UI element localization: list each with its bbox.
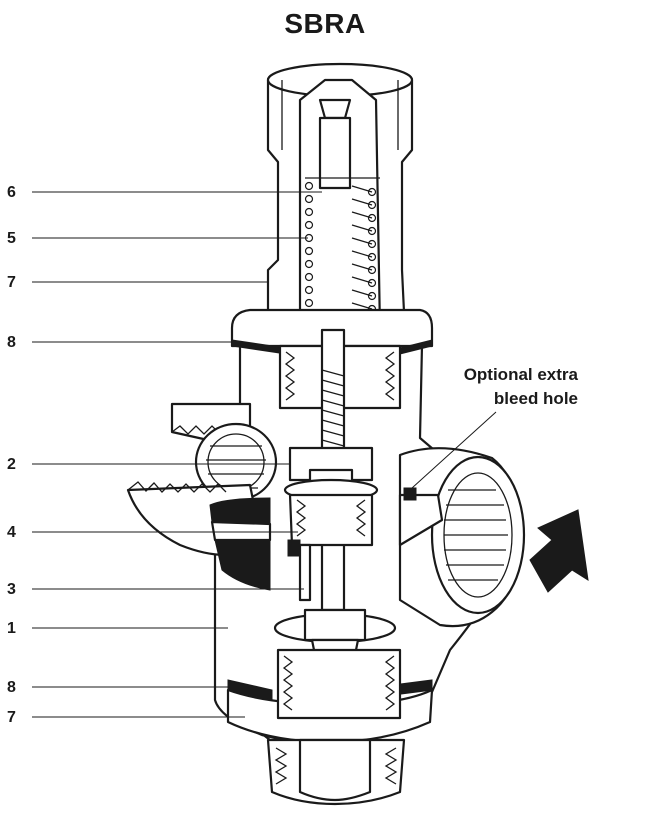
spring-housing [266, 62, 414, 332]
callout-label: 2 [7, 456, 16, 473]
callout-label: 7 [7, 274, 16, 291]
callout-label: 8 [7, 679, 16, 696]
bottom-nipple [266, 738, 406, 806]
annotation-leader [411, 411, 497, 489]
valve-seat [287, 487, 444, 602]
outlet-port [126, 481, 272, 591]
callout-label: 4 [7, 524, 16, 541]
annotation-line-1: Optional extra [464, 365, 579, 384]
bottom-flange-ring [226, 648, 434, 744]
callout-label: 7 [7, 709, 16, 726]
callouts: 6 5 7 8 2 4 3 1 8 7 [7, 184, 322, 726]
callout-label: 8 [7, 334, 16, 351]
flow-arrow-icon [529, 509, 589, 593]
upper-bleed-port [170, 402, 278, 502]
callout-label: 5 [7, 230, 16, 247]
callout-label: 6 [7, 184, 16, 201]
annotation-line-2: bleed hole [494, 389, 578, 408]
callout-label: 1 [7, 620, 16, 637]
callout-label: 3 [7, 581, 16, 598]
diagram-title: SBRA [284, 8, 366, 39]
